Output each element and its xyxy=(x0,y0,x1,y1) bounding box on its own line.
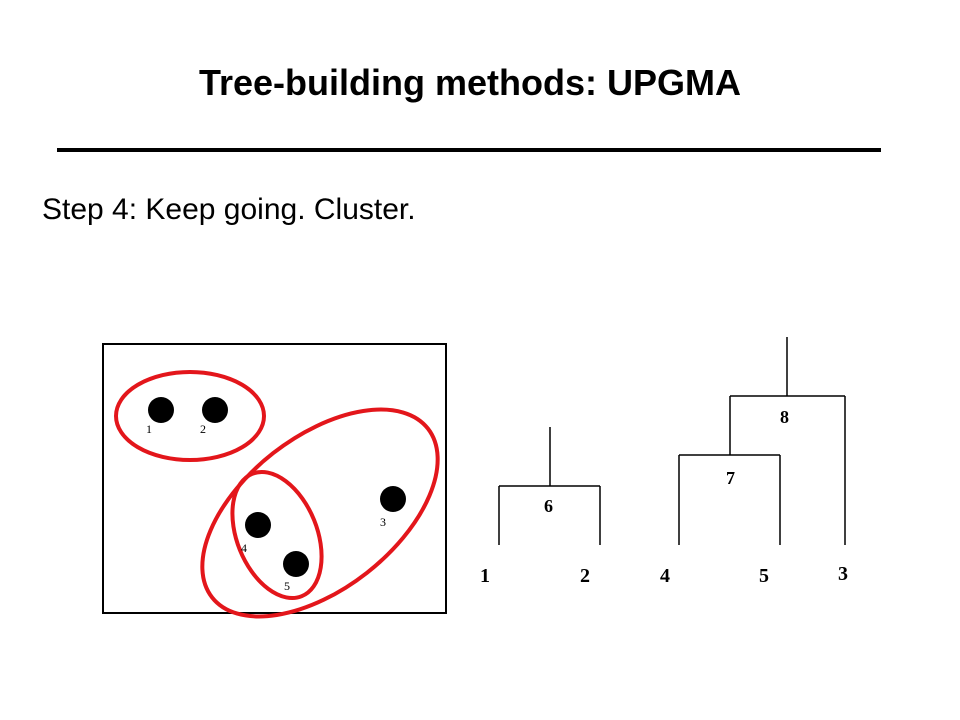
scatter-point-label-4: 4 xyxy=(241,541,247,555)
title-rule xyxy=(57,148,881,152)
tree-b-leaf-label-5: 5 xyxy=(759,565,769,587)
tree-b-leaf-label-4: 4 xyxy=(660,565,670,587)
scatter-point-1 xyxy=(148,397,174,423)
tree-b-root-node-label: 8 xyxy=(780,407,789,427)
tree-a-node-label: 6 xyxy=(544,496,553,516)
scatter-point-2 xyxy=(202,397,228,423)
scatter-point-label-3: 3 xyxy=(380,515,386,529)
scatter-panel-frame xyxy=(102,343,447,614)
scatter-point-label-2: 2 xyxy=(200,422,206,436)
scatter-point-4 xyxy=(245,512,271,538)
scatter-point-label-1: 1 xyxy=(146,422,152,436)
cluster-ring-4-5 xyxy=(230,469,324,601)
tree-a-leaf-label-1: 1 xyxy=(480,565,490,587)
tree-a-leaf-label-2: 2 xyxy=(580,565,590,587)
tree-a xyxy=(498,427,601,545)
step-text: Step 4: Keep going. Cluster. xyxy=(42,193,416,226)
scatter-point-label-5: 5 xyxy=(284,579,290,593)
scatter-panel: 1 2 3 4 5 xyxy=(102,343,447,619)
tree-b-inner-node-label: 7 xyxy=(726,468,735,488)
cluster-ring-1-2 xyxy=(114,370,266,462)
tree-b xyxy=(678,337,846,545)
page-title: Tree-building methods: UPGMA xyxy=(198,62,741,103)
scatter-point-3 xyxy=(380,486,406,512)
cluster-ring-3-4-5 xyxy=(200,407,440,619)
scatter-point-5 xyxy=(283,551,309,577)
tree-b-leaf-label-3: 3 xyxy=(838,563,848,585)
